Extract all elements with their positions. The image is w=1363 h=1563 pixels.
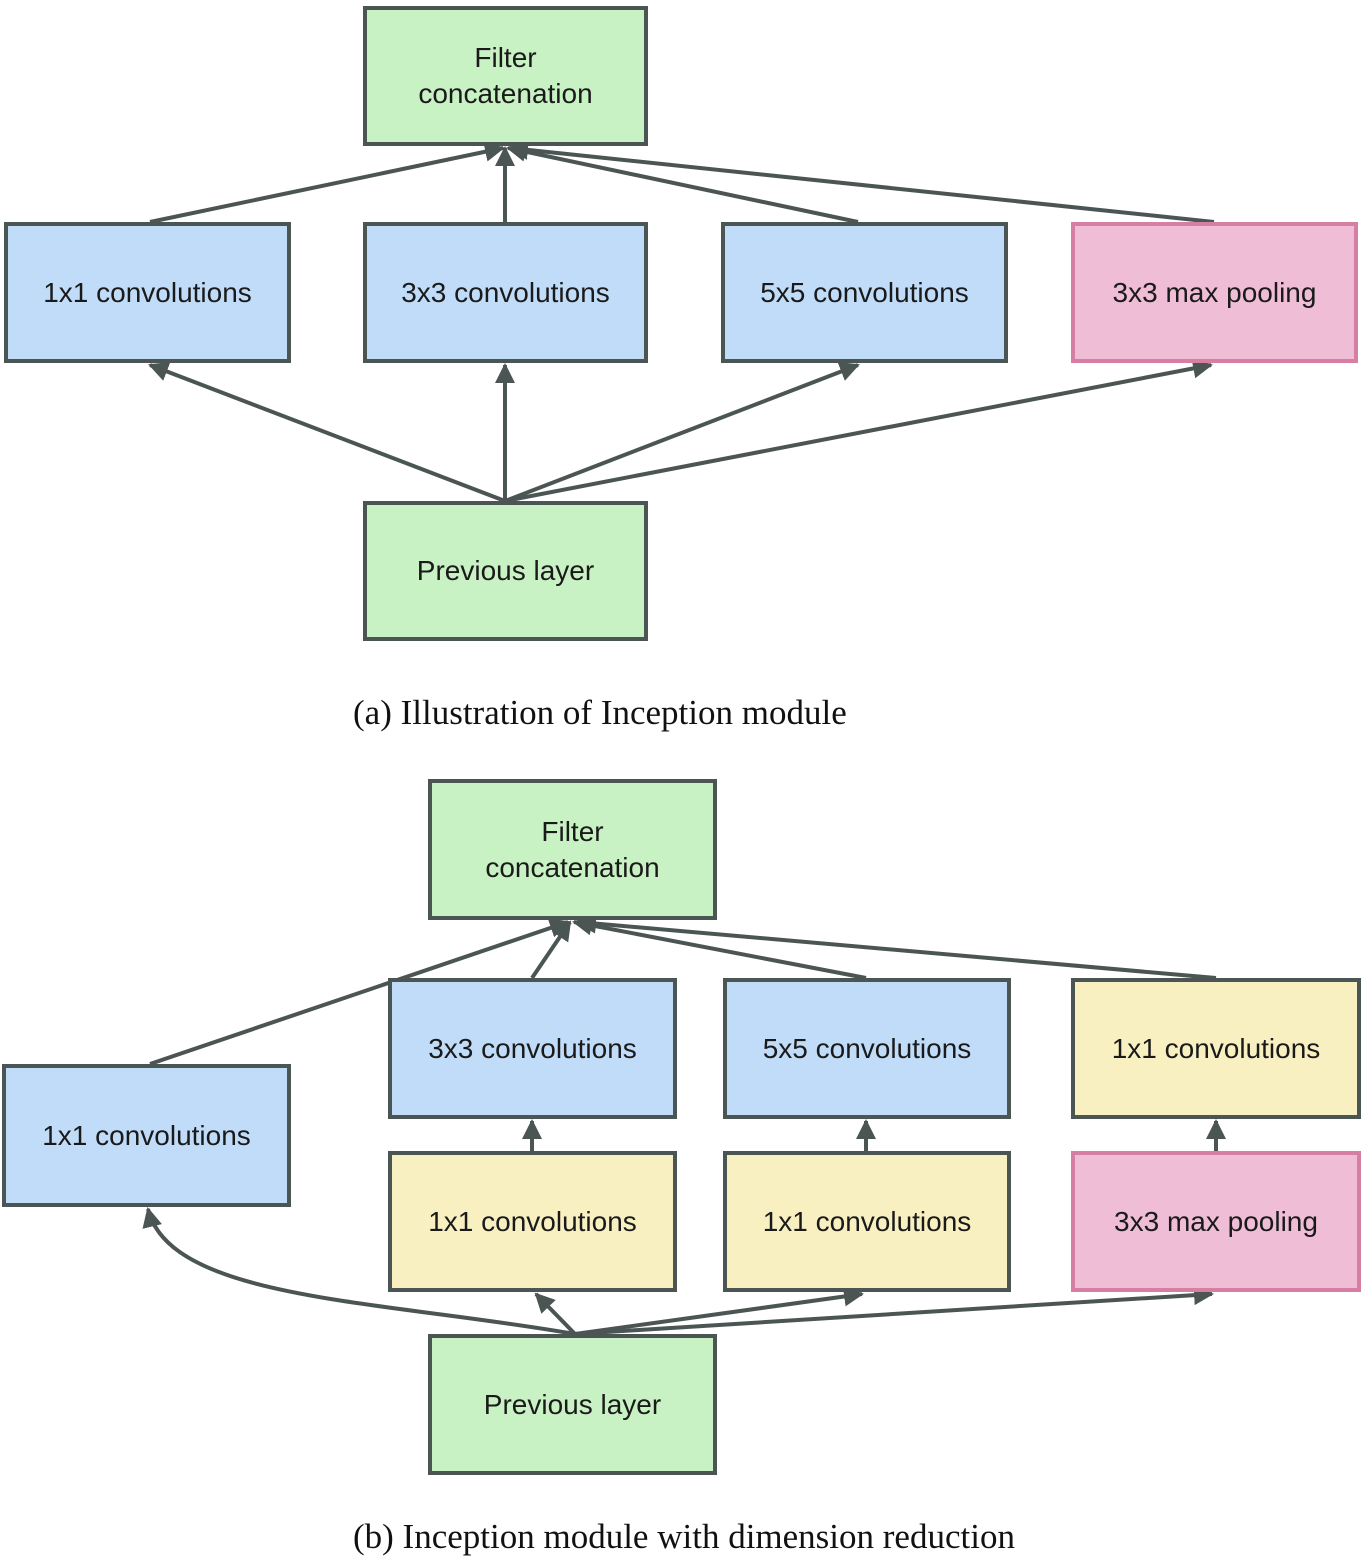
a-edge-prev-to-conv5x5 [504,362,860,503]
b-maxpool-node: 3x3 max pooling [1071,1151,1361,1292]
b-caption: (b) Inception module with dimension redu… [353,1517,1015,1556]
b-edge-conv5x5-to-concat [572,915,867,980]
b-filter-concatenation-node: Filter concatenation [428,779,717,920]
b-reduce5x5-node: 1x1 convolutions [723,1151,1011,1292]
a-edge-prev-to-conv1x1 [148,362,506,503]
b-edge-poolproj-to-concat [576,913,1217,980]
a-conv5x5-node: 5x5 convolutions [721,222,1008,363]
a-edge-prev-to-maxpool [504,358,1213,503]
a-conv1x1-node: 1x1 convolutions [4,222,291,363]
b-pool-projection-node: 1x1 convolutions [1071,978,1361,1119]
b-edge-prev-to-reduce3x3 [534,1292,577,1336]
b-conv5x5-node: 5x5 convolutions [723,978,1011,1119]
a-caption: (a) Illustration of Inception module [353,693,847,732]
b-edge-conv3x3-to-concat [530,920,572,980]
b-reduce3x3-node: 1x1 convolutions [388,1151,677,1292]
b-edge-conv1x1-to-concat [149,918,570,1066]
a-edge-maxpool-to-concat [508,139,1215,224]
a-edge-conv1x1-to-concat [149,141,505,224]
a-conv3x3-node: 3x3 convolutions [363,222,648,363]
a-edge-conv5x5-to-concat [506,141,859,224]
b-edge-prev-to-maxpool [574,1285,1214,1336]
b-edge-prev-to-reduce5x5 [574,1286,864,1336]
b-edge-prev-to-conv1x1 [142,1207,576,1336]
b-conv3x3-node: 3x3 convolutions [388,978,677,1119]
a-maxpool-node: 3x3 max pooling [1071,222,1358,363]
a-previous-layer-node: Previous layer [363,501,648,641]
b-conv1x1-node: 1x1 convolutions [2,1064,291,1207]
b-previous-layer-node: Previous layer [428,1334,717,1475]
a-filter-concatenation-node: Filter concatenation [363,6,648,146]
